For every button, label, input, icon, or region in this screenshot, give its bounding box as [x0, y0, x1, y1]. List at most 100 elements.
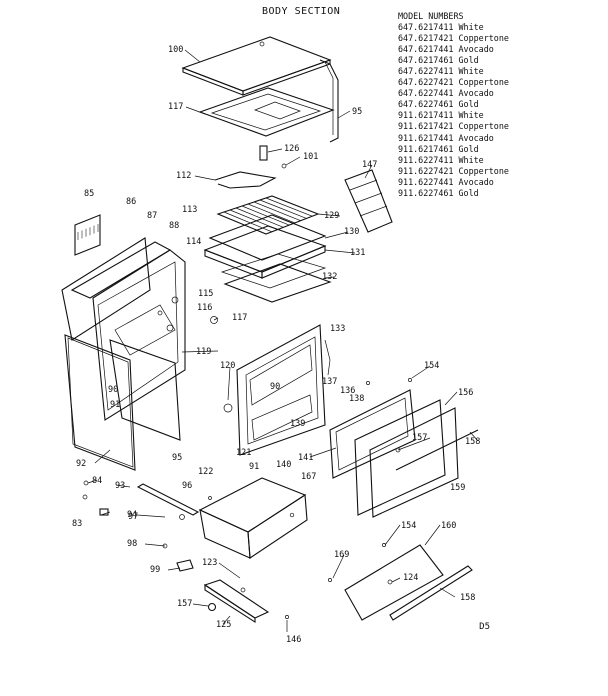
part-label: 122 [198, 467, 213, 477]
model-number: 911.6217441 [398, 132, 454, 143]
front-panels [64, 334, 181, 471]
model-row: 911.6227461 Gold [398, 188, 509, 199]
model-number: 647.6217421 [398, 33, 454, 44]
oven-door-frame [223, 324, 326, 456]
part-label: 114 [186, 237, 201, 247]
drawer-front-panel [344, 544, 444, 621]
part-label: 97 [128, 512, 138, 522]
part-label: 113 [182, 205, 197, 215]
model-row: 911.6227441 Avocado [398, 177, 509, 188]
part-label: 159 [450, 483, 465, 493]
part-label: 139 [290, 419, 305, 429]
part-label: 101 [303, 152, 318, 162]
part-label: 88 [169, 221, 179, 231]
leader-line [213, 317, 219, 321]
part-label: 124 [403, 573, 418, 583]
model-number: 647.6227421 [398, 77, 454, 88]
model-row: 647.6227461 Gold [398, 99, 509, 110]
part-label: 112 [176, 171, 191, 181]
part-label: 129 [324, 211, 339, 221]
leader-line [185, 106, 206, 115]
part-label: 115 [198, 289, 213, 299]
leader-line [222, 615, 231, 625]
leader-line [87, 479, 98, 484]
model-row: 647.6227421 Coppertone [398, 77, 509, 88]
model-row: 911.6217461 Gold [398, 144, 509, 155]
part-label: 130 [344, 227, 359, 237]
model-row: 911.6217441 Avocado [398, 133, 509, 144]
part-label: 157 [412, 433, 427, 443]
part-label: 86 [126, 197, 136, 207]
diagram-title: BODY SECTION [262, 6, 341, 17]
model-numbers-header: MODEL NUMBERS [398, 11, 464, 21]
leader-line [337, 110, 351, 119]
model-number: 647.6227461 [398, 99, 454, 110]
leader-line [317, 213, 341, 217]
model-number: 647.6217461 [398, 55, 454, 66]
part-label: 120 [220, 361, 235, 371]
door-inner-panel [329, 389, 416, 479]
leader-line [167, 567, 181, 571]
model-color: Avocado [453, 176, 494, 187]
model-row: 647.6217461 Gold [398, 55, 509, 66]
insulation-pad [74, 214, 101, 256]
model-row: 647.6227441 Avocado [398, 88, 509, 99]
model-color: Avocado [453, 44, 494, 55]
window-bracket [344, 169, 393, 233]
kick-panel [203, 579, 270, 624]
part-label: 169 [334, 550, 349, 560]
part-label: 95 [172, 453, 182, 463]
model-number: 647.6217411 [398, 22, 454, 33]
shaft-part [259, 145, 287, 169]
hood-frame [198, 87, 335, 137]
leader-line [181, 350, 219, 353]
leader-line [115, 484, 131, 488]
model-row: 911.6217411 White [398, 110, 509, 121]
model-color: Gold [453, 55, 479, 66]
model-color: Coppertone [453, 121, 509, 132]
model-number: 911.6217411 [398, 110, 454, 121]
model-row: 647.6217411 White [398, 22, 509, 33]
part-label: 146 [286, 635, 301, 645]
model-number: 911.6227441 [398, 176, 454, 187]
part-label: 116 [197, 303, 212, 313]
model-number: 647.6227441 [398, 88, 454, 99]
part-label: 167 [301, 472, 316, 482]
part-label: 154 [424, 361, 439, 371]
part-label: 158 [460, 593, 475, 603]
model-color: White [453, 154, 484, 165]
model-color: White [453, 22, 484, 33]
leader-line [136, 514, 166, 518]
top-panel [181, 36, 339, 143]
part-label: 99 [150, 565, 160, 575]
leader-line [411, 365, 431, 379]
part-label: 93 [115, 481, 125, 491]
leader-line [227, 366, 231, 401]
leader-line [194, 175, 216, 181]
leader-lines [87, 49, 479, 632]
drawer-rail [136, 483, 200, 516]
part-label: 140 [276, 460, 291, 470]
part-label: 133 [330, 324, 345, 334]
part-label: 91 [249, 462, 259, 472]
leader-line [324, 231, 349, 239]
drawer-handle [389, 565, 473, 621]
model-color: Coppertone [453, 33, 509, 44]
model-row: 647.6217421 Coppertone [398, 33, 509, 44]
leader-line [324, 276, 335, 279]
part-label: 85 [84, 189, 94, 199]
storage-drawer [198, 477, 308, 559]
leader-line [309, 447, 337, 458]
part-label: 121 [236, 448, 251, 458]
part-label: 156 [458, 388, 473, 398]
part-label: 90 [108, 385, 118, 395]
broiler-pan-assembly [203, 214, 332, 303]
part-label: 147 [362, 160, 377, 170]
leader-line [384, 524, 401, 546]
leader-line [397, 437, 431, 451]
model-number: 647.6227411 [398, 66, 454, 77]
model-color: Avocado [453, 132, 494, 143]
model-row: 911.6217421 Coppertone [398, 121, 509, 132]
